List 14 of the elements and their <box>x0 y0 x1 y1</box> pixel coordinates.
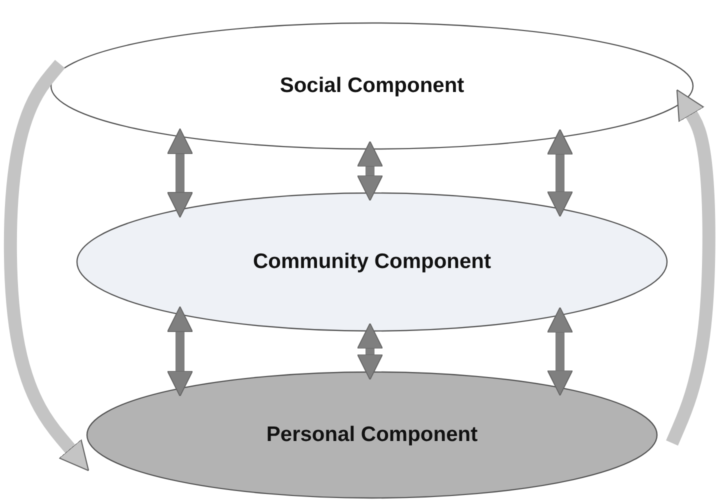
double-arrow <box>166 306 194 397</box>
curved-arrow <box>666 89 716 446</box>
double-arrow <box>546 306 574 396</box>
ellipse-node <box>76 192 668 332</box>
double-arrow <box>546 128 574 218</box>
curved-arrow <box>4 60 90 472</box>
double-arrow <box>356 322 384 380</box>
ellipse-node <box>50 22 694 150</box>
double-arrow <box>356 140 384 202</box>
ellipse-node <box>86 371 658 499</box>
node-label: Social Component <box>280 74 464 98</box>
node-label: Community Component <box>253 250 491 274</box>
double-arrow <box>166 128 194 218</box>
node-label: Personal Component <box>266 423 478 447</box>
